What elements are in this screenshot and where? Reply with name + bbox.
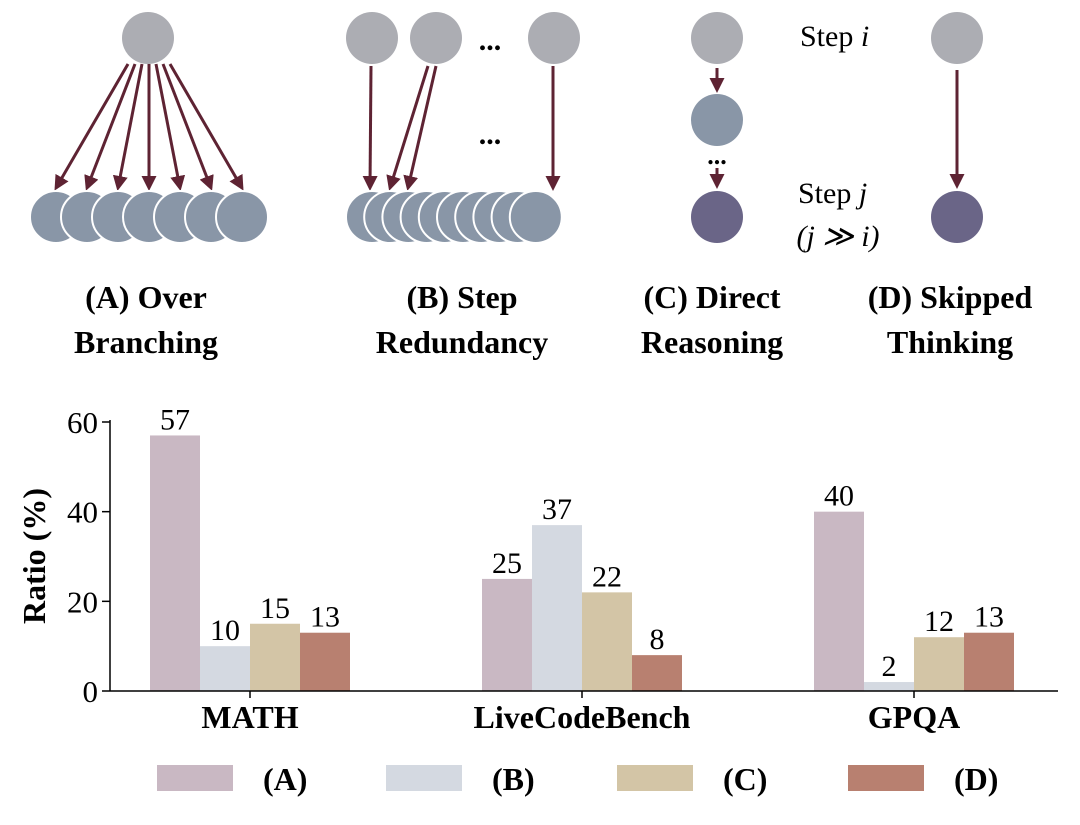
redundant-nodes <box>345 190 563 244</box>
bar-value-label: 13 <box>310 601 340 634</box>
panel-direct-reasoning: ... (C) Direct Reasoning <box>641 12 783 360</box>
branch-arrow <box>161 63 214 191</box>
legend-swatch <box>848 765 924 791</box>
bar-value-label: 13 <box>974 601 1004 634</box>
legend-label: (A) <box>263 761 307 797</box>
bar-value-label: 22 <box>592 560 622 593</box>
legend: (A) (B) (C) (D) <box>157 761 998 797</box>
bar-value-labels: 57 25 40 10 37 2 15 22 12 13 8 13 <box>160 403 1004 683</box>
legend-label: (C) <box>723 761 767 797</box>
x-tick-label: GPQA <box>868 699 960 735</box>
vertical-ellipsis: ... <box>707 141 727 170</box>
bar-value-label: 2 <box>882 650 897 683</box>
middle-node <box>691 94 743 146</box>
panel-over-branching: (A) Over Branching <box>29 12 269 360</box>
bar-math-d <box>300 632 350 691</box>
middle-ellipsis: ... <box>479 118 502 151</box>
bar-value-label: 57 <box>160 403 190 436</box>
branch-arrows <box>54 63 244 191</box>
y-tick-label: 40 <box>67 495 98 530</box>
branch-arrow <box>54 63 130 191</box>
bar-gpqa-c <box>914 637 964 691</box>
bar-livecodebench-a <box>482 578 532 691</box>
bar-livecodebench-c <box>582 592 632 691</box>
top-node-1 <box>346 12 398 64</box>
ratio-bar-chart: 57 25 40 10 37 2 15 22 12 13 8 13 0 20 40 60 MATH LiveC… <box>16 403 1058 797</box>
bar-value-label: 15 <box>260 592 290 625</box>
x-tick-label: MATH <box>201 699 298 735</box>
y-ticks: 0 20 40 60 <box>67 405 110 709</box>
step-j-label: Step j <box>798 177 867 210</box>
panel-step-redundancy: ... ... (B) Step Redundancy <box>345 12 580 360</box>
step-i-label: Step i <box>800 20 869 53</box>
redundancy-arrow <box>386 65 430 191</box>
y-tick-label: 60 <box>67 405 98 440</box>
bar-value-label: 10 <box>210 614 240 647</box>
bar-value-label: 25 <box>492 547 522 580</box>
root-node <box>122 12 174 64</box>
bar-value-label: 37 <box>542 493 572 526</box>
y-tick-label: 20 <box>67 584 98 619</box>
branch-arrow <box>84 63 137 191</box>
legend-label: (B) <box>492 761 535 797</box>
child-node <box>215 190 269 244</box>
y-axis-label: Ratio (%) <box>16 488 52 624</box>
bar-math-a <box>150 435 200 691</box>
branch-arrow <box>112 63 144 191</box>
top-ellipsis: ... <box>479 24 502 57</box>
branch-arrow <box>168 63 244 191</box>
x-tick-labels: MATH LiveCodeBench GPQA <box>201 691 960 735</box>
bar-math-b <box>200 646 250 691</box>
panel-c-title-line1: (C) Direct <box>643 279 780 315</box>
x-tick-label: LiveCodeBench <box>474 699 691 735</box>
bar-value-label: 8 <box>650 623 665 656</box>
panel-a-title-line1: (A) Over <box>85 279 207 315</box>
panel-d-title-line1: (D) Skipped <box>868 279 1033 315</box>
branch-arrow <box>154 63 186 191</box>
redundant-node <box>508 190 563 244</box>
legend-swatch <box>617 765 693 791</box>
bar-value-label: 40 <box>824 480 854 513</box>
step-j-node <box>931 191 983 243</box>
step-condition-label: (j ≫ i) <box>796 220 879 253</box>
redundancy-arrow <box>403 65 438 191</box>
bar-value-label: 12 <box>924 605 954 638</box>
panel-skipped-thinking: (D) Skipped Thinking <box>868 12 1033 360</box>
panel-b-title-line1: (B) Step <box>406 279 517 315</box>
legend-label: (D) <box>954 761 998 797</box>
bar-livecodebench-d <box>632 655 682 691</box>
reasoning-patterns-diagram: (A) Over Branching ... ... (B) Step Redu… <box>29 12 1033 360</box>
bar-gpqa-d <box>964 632 1014 691</box>
redundancy-arrow <box>362 65 378 191</box>
legend-swatch <box>386 765 462 791</box>
legend-swatch <box>157 765 233 791</box>
bars <box>150 435 1014 691</box>
y-tick-label: 0 <box>83 674 99 709</box>
child-nodes <box>29 190 269 244</box>
bar-livecodebench-b <box>532 525 582 691</box>
panel-d-title-line2: Thinking <box>887 324 1013 360</box>
bar-gpqa-b <box>864 682 914 691</box>
panel-b-title-line2: Redundancy <box>376 324 549 360</box>
top-node-last <box>528 12 580 64</box>
bar-math-c <box>250 623 300 691</box>
top-node-2 <box>410 12 462 64</box>
panel-c-title-line2: Reasoning <box>641 324 783 360</box>
step-i-node <box>691 12 743 64</box>
bar-gpqa-a <box>814 511 864 691</box>
step-j-node <box>691 191 743 243</box>
panel-a-title-line2: Branching <box>74 324 218 360</box>
step-i-node <box>931 12 983 64</box>
